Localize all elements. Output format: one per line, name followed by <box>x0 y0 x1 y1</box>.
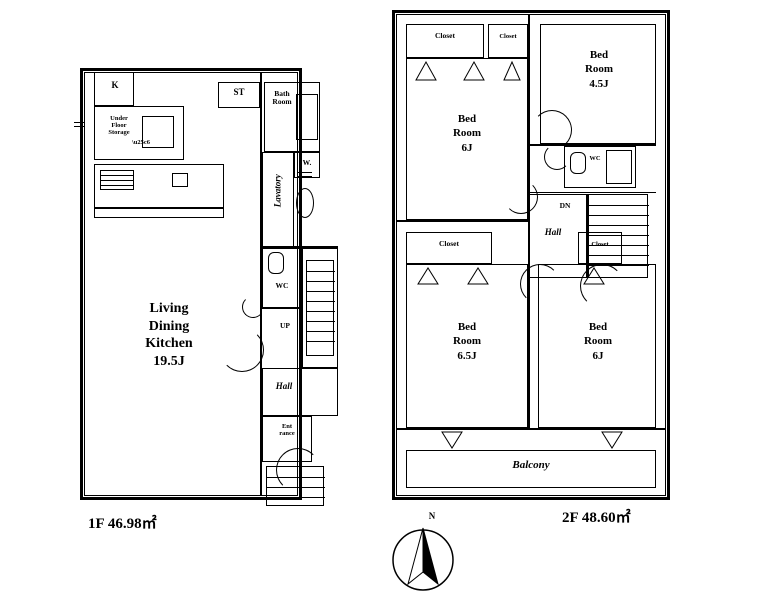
room-label-under-floor-storage: Under Floor Storage <box>108 115 130 136</box>
1f-toilet <box>268 252 284 274</box>
compass-label-n: N <box>428 511 436 521</box>
1f-kitchen-counter <box>94 164 224 208</box>
1f-wc-door-arc <box>242 296 264 318</box>
first-floor-plan: K Under Floor Storage \u25c6 ST Bath Roo… <box>74 60 340 532</box>
room-label-wc-2f: WC <box>589 155 601 162</box>
second-floor-plan: Closet Closet Bed Room 6J Bed Room 4.5J … <box>392 10 692 530</box>
2f-outer-wall-inner <box>396 14 666 496</box>
room-label-bath-room: Bath Room <box>272 89 292 106</box>
2f-door-arc-4 <box>580 264 624 308</box>
compass: N <box>378 511 468 596</box>
1f-wc-box <box>262 248 302 308</box>
1f-sink <box>172 173 188 187</box>
2f-closet-top-left <box>406 24 484 58</box>
1f-hall <box>262 368 338 416</box>
2f-toilet <box>570 152 586 174</box>
2f-closet-arrows <box>415 60 521 81</box>
1f-counter-edge <box>94 208 224 218</box>
1f-st-box <box>218 82 260 108</box>
1f-under-floor-storage-box <box>94 106 184 160</box>
2f-area-label: 2F 48.60㎡ <box>562 510 631 526</box>
1f-ldk-door-arc <box>220 328 264 372</box>
2f-door-arc-2 <box>504 180 538 214</box>
1f-outer-wall-inner <box>84 72 298 496</box>
room-label-bed-room-6j-lower: Bed Room 6J <box>583 321 613 362</box>
1f-bath-room <box>264 82 320 152</box>
1f-stairs <box>306 260 335 356</box>
1f-area-label: 1F 46.98㎡ <box>88 516 157 532</box>
room-label-washroom: W. <box>302 158 312 167</box>
2f-balcony <box>406 450 656 488</box>
room-label-lavatory: Lavatory <box>272 174 283 208</box>
room-label-dn: DN <box>559 201 571 210</box>
room-label-st: ST <box>233 87 245 97</box>
2f-closet-mid-left <box>406 232 492 264</box>
room-label-closet-top-left: Closet <box>435 31 455 40</box>
room-label-bed-room-6j-upper: Bed Room 6J <box>452 113 482 154</box>
2f-bed-room-6j-upper <box>406 58 528 220</box>
room-label-closet-mid-right: Closet <box>591 241 609 248</box>
room-label-balcony: Balcony <box>512 459 550 471</box>
1f-bathtub <box>296 94 318 140</box>
1f-entrance-door-arc <box>276 448 320 492</box>
room-label-k: K <box>111 80 119 90</box>
room-label-closet-top-mid: Closet <box>499 33 517 40</box>
1f-washroom-box <box>294 152 320 178</box>
room-label-closet-mid-left: Closet <box>439 239 459 248</box>
room-label-entrance: Ent rance <box>279 423 295 437</box>
1f-k-box <box>94 72 134 106</box>
1f-outer-wall <box>80 68 302 500</box>
2f-door-arc-3 <box>520 264 560 304</box>
2f-bed-room-6-5j <box>406 264 528 428</box>
1f-ufs-inner <box>142 116 174 148</box>
room-label-up: UP <box>280 321 290 330</box>
2f-closet-mid-right <box>578 232 622 264</box>
room-label-bed-room-6-5j: Bed Room 6.5J <box>452 321 482 362</box>
room-label-bed-room-4-5j: Bed Room 4.5J <box>584 49 614 90</box>
room-label-ldk: Living Dining Kitchen 19.5J <box>145 301 193 369</box>
ufs-dot: \u25c6 <box>132 139 151 146</box>
1f-stair-shaft <box>302 248 338 368</box>
compass-rose-icon <box>392 527 454 591</box>
2f-outer-wall <box>392 10 670 500</box>
2f-balcony-arrows <box>441 431 623 449</box>
2f-stair-shaft <box>588 194 649 278</box>
room-label-hall-2f: Hall <box>544 227 562 237</box>
2f-bed-room-4-5j <box>540 24 656 144</box>
2f-wc-basin <box>606 150 632 184</box>
room-label-wc: WC <box>275 281 289 290</box>
room-label-hall: Hall <box>275 381 293 391</box>
2f-wc-door-arc <box>544 144 570 170</box>
2f-door-arc-1 <box>532 110 572 150</box>
2f-closet-top-mid <box>488 24 528 58</box>
1f-basin <box>296 188 314 218</box>
